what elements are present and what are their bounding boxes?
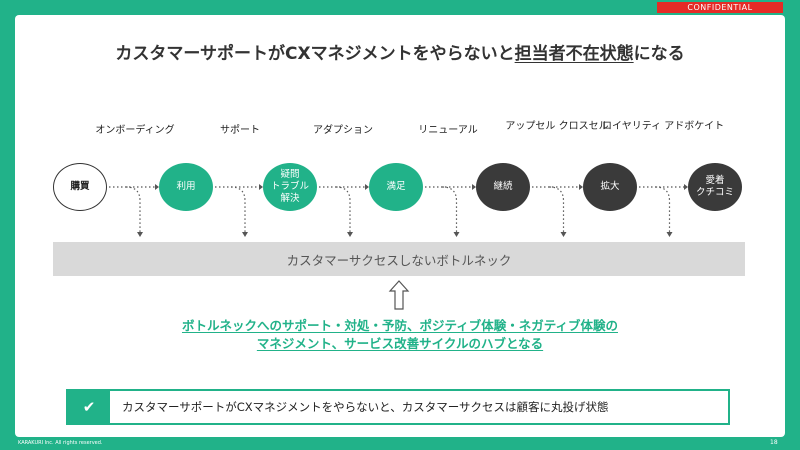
branch-arrowhead: [242, 232, 248, 237]
confidential-label: CONFIDENTIAL: [657, 2, 783, 13]
flow-arrowhead: [155, 184, 159, 190]
page-number: 18: [770, 439, 778, 446]
branch-arrowhead: [666, 232, 673, 237]
node-satisfaction: 満足: [369, 163, 423, 211]
node-purchase: 購買: [53, 163, 107, 211]
branch-arrowhead: [560, 232, 567, 237]
footer-copyright: KARAKURI Inc. All rights reserved.: [18, 440, 103, 446]
node-expansion: 拡大: [583, 163, 637, 211]
stage-onboarding: オンボーディング: [95, 125, 175, 136]
flow-arrowhead: [472, 184, 476, 190]
branch-connector: [549, 186, 565, 232]
flow-arrowhead: [259, 184, 263, 190]
node-retention: 継続: [476, 163, 530, 211]
branch-connector: [442, 186, 458, 232]
branch-arrowhead: [137, 232, 143, 237]
flow-arrowhead: [684, 184, 688, 190]
slide-card: [15, 15, 785, 437]
hub-message-line2: マネジメント、サービス改善サイクルのハブとなる: [256, 336, 544, 351]
callout-text: カスタマーサポートがCXマネジメントをやらないと、カスタマーサクセスは顧客に丸投…: [122, 400, 609, 414]
branch-connector: [125, 186, 141, 232]
branch-arrowhead: [453, 232, 460, 237]
node-usage: 利用: [159, 163, 213, 211]
branch-connector: [335, 186, 351, 232]
stage-loyalty: ロイヤリティ アドボケイト: [602, 121, 725, 132]
stage-renewal: リニューアル: [418, 125, 478, 136]
hub-message-line1: ボトルネックへのサポート・対処・予防、ポジティブ体験・ネガティブ体験の: [181, 318, 618, 333]
up-arrow-icon: [388, 280, 410, 310]
title-suffix: になる: [633, 44, 685, 64]
branch-connector: [655, 186, 671, 232]
title-prefix: カスタマーサポートがCXマネジメントをやらないと: [115, 44, 515, 64]
slide-title: カスタマーサポートがCXマネジメントをやらないと担当者不在状態になる: [0, 39, 800, 64]
flow-arrowhead: [365, 184, 369, 190]
title-emphasis: 担当者不在状態: [514, 44, 634, 64]
bottleneck-bar: カスタマーサクセスしないボトルネック: [53, 242, 745, 276]
branch-connector: [230, 186, 246, 232]
branch-arrowhead: [347, 232, 353, 237]
stage-adoption: アダプション: [313, 125, 373, 136]
node-trouble-resolution: 疑問 トラブル 解決: [263, 163, 317, 211]
node-advocacy: 愛着 クチコミ: [688, 163, 742, 211]
flow-arrowhead: [579, 184, 583, 190]
checkmark-icon: ✔: [68, 391, 110, 423]
conclusion-callout: ✔ カスタマーサポートがCXマネジメントをやらないと、カスタマーサクセスは顧客に…: [66, 389, 730, 425]
hub-message: ボトルネックへのサポート・対処・予防、ポジティブ体験・ネガティブ体験の マネジメ…: [0, 317, 800, 353]
stage-support: サポート: [220, 125, 260, 136]
stage-upsell: アップセル クロスセル: [505, 121, 609, 132]
